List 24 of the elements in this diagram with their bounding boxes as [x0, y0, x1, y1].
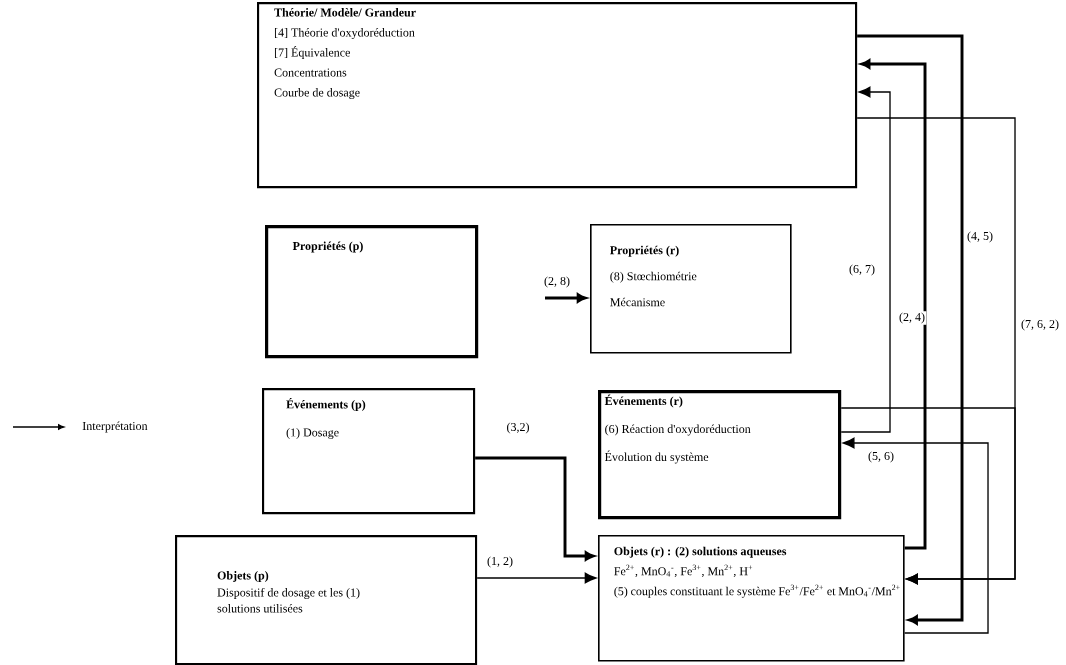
arrow [840, 407, 1016, 585]
arrow [840, 86, 891, 433]
edge-label: (2, 8) [542, 275, 572, 289]
arrow [857, 34, 964, 625]
arrow [475, 456, 595, 561]
edge-label: (3,2) [505, 421, 531, 435]
edge-label: (7, 6, 2) [1019, 318, 1061, 332]
edge-label: (5, 6) [866, 450, 896, 464]
edge-label: (4, 5) [965, 230, 995, 244]
arrow [860, 59, 927, 550]
arrow [842, 437, 989, 634]
arrow [476, 572, 597, 584]
text-box: Événements (r) (6) Réaction d'oxydoréduction Évolution du système [598, 390, 842, 520]
text-box: Objets (p) Dispositif de dosage et les (1) solutions utilisées [175, 535, 478, 665]
edge-label: (2, 4) [897, 311, 927, 325]
edge-label: (6, 7) [847, 263, 877, 277]
legend-text: Interprétation [82, 421, 148, 433]
text-box: Propriétés (p) [265, 225, 479, 359]
text-box: Événements (p) (1) Dosage [262, 388, 476, 515]
text-box: Propriétés (r) (8) Stœchiométrie Mécanisme [590, 224, 792, 354]
text-box: Objets (r) : (2) solutions aqueuses Fe$^{2+}$, MnO$_{4}$$^{-}$, Fe$^{3+}$, Mn$^{2+}$, H$^{+}$ (5) couples constituant le système Fe$^{3+}$/Fe$^{2+}$ et MnO$_{4}$$^{-}$/Mn$^{2+}$ [598, 535, 905, 662]
text-box: Théorie/ Modèle/ Grandeur [4] Théorie d'oxydoréduction [7] Équivalence Concentrations Courbe de dosage [257, 2, 858, 189]
edge-label: (1, 2) [485, 555, 515, 569]
arrow [545, 293, 587, 303]
